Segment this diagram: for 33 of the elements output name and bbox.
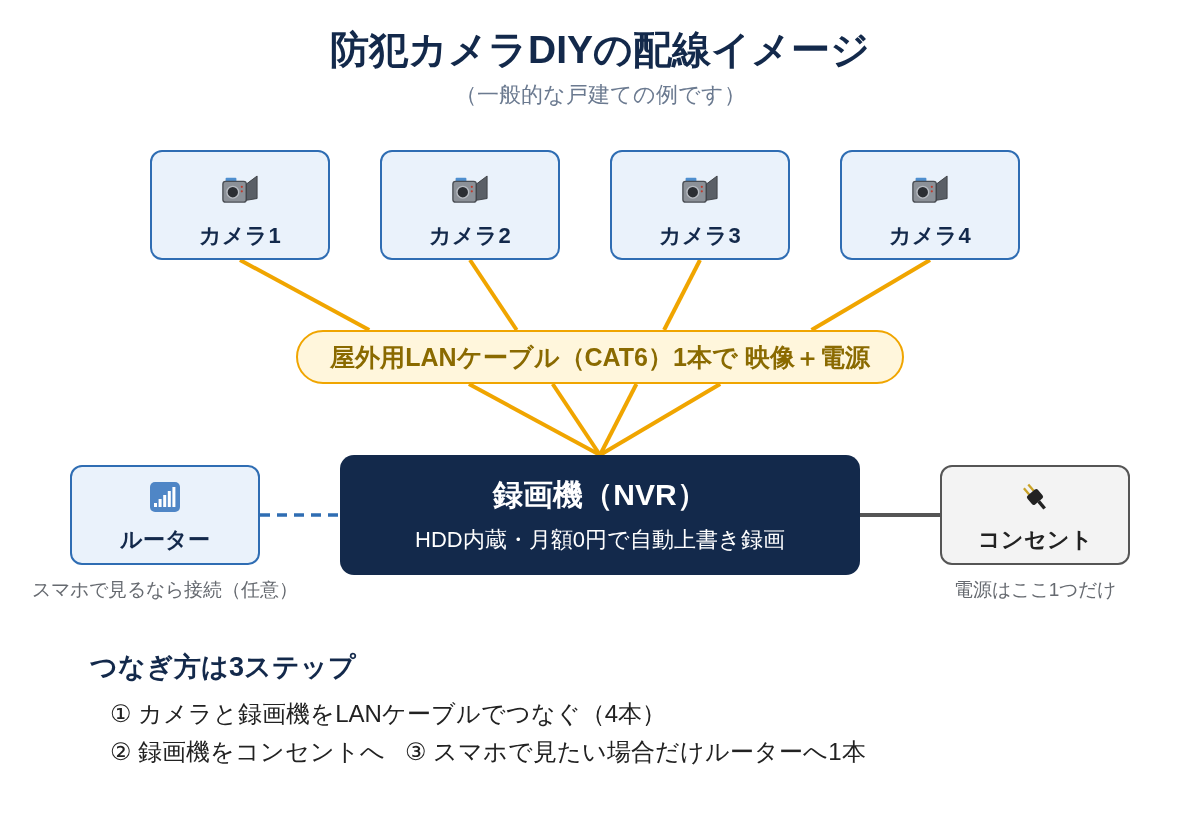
node-note: スマホで見るなら接続（任意） xyxy=(32,578,298,602)
recorder-box xyxy=(340,455,860,575)
node-title: カメラ1 xyxy=(199,222,281,250)
connector-line xyxy=(260,513,340,517)
node-title: コンセント xyxy=(977,526,1093,554)
node-note: 電源はここ1つだけ xyxy=(953,578,1117,602)
node-title: カメラ2 xyxy=(429,222,511,250)
camera-box xyxy=(840,150,1020,260)
camera-box xyxy=(610,150,790,260)
diagram-title: 防犯カメラDIYの配線イメージ xyxy=(330,27,870,73)
node-title: カメラ3 xyxy=(659,222,741,250)
node-title: 屋外用LANケーブル（CAT6）1本で 映像＋電源 xyxy=(330,342,870,373)
step-text: ③ スマホで見たい場合だけルーターへ1本 xyxy=(405,737,866,767)
connector-line xyxy=(810,258,931,332)
connector-line xyxy=(860,513,940,517)
node-title: 録画機（NVR） xyxy=(493,477,707,513)
camera-box xyxy=(150,150,330,260)
node-subtitle: HDD内蔵・月額0円で自動上書き録画 xyxy=(415,526,785,554)
cable-note-pill xyxy=(296,330,904,384)
step-text: ② 録画機をコンセントへ xyxy=(110,737,386,767)
connector-line xyxy=(239,258,371,332)
node-title: ルーター xyxy=(120,526,210,554)
subtitle: （一般的な戸建ての例です） xyxy=(454,81,746,109)
camera-box xyxy=(380,150,560,260)
router-box xyxy=(70,465,260,565)
connector-line xyxy=(662,259,702,331)
steps-heading: つなぎ方は3ステップ xyxy=(90,651,357,684)
step-text: ① カメラと録画機をLANケーブルでつなぐ（4本） xyxy=(110,699,667,729)
connector-line xyxy=(598,383,639,456)
node-title: カメラ4 xyxy=(889,222,971,250)
connector-line xyxy=(468,258,519,332)
connector-line xyxy=(599,382,722,457)
outlet-box xyxy=(940,465,1130,565)
